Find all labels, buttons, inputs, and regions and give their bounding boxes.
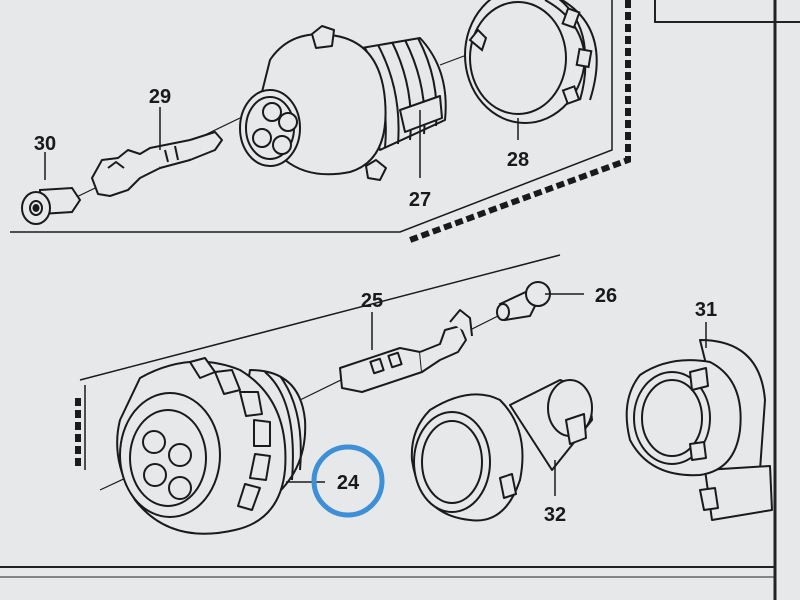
label-part-25: 25 <box>361 290 383 312</box>
part-31-angled-boot <box>625 339 773 521</box>
label-part-29: 29 <box>149 86 171 108</box>
label-part-24: 24 <box>337 472 360 494</box>
label-part-30: 30 <box>34 133 56 155</box>
part-24-connector-housing <box>116 357 307 535</box>
part-25-socket-terminal <box>339 309 473 393</box>
label-part-26: 26 <box>595 285 617 307</box>
label-part-28: 28 <box>507 149 529 171</box>
leader-lines <box>44 107 707 496</box>
part-26-seal <box>496 281 551 322</box>
lower-assembly-bracket <box>75 254 561 470</box>
label-part-32: 32 <box>544 504 566 526</box>
part-27-plug-housing <box>239 25 447 181</box>
label-part-31: 31 <box>695 299 717 321</box>
upper-assembly-bracket <box>10 0 631 243</box>
part-30-seal <box>21 186 82 225</box>
part-32-straight-boot <box>410 379 593 522</box>
part-28-ring <box>464 0 598 124</box>
part-24-highlight-circle <box>311 444 385 518</box>
label-part-27: 27 <box>409 189 431 211</box>
